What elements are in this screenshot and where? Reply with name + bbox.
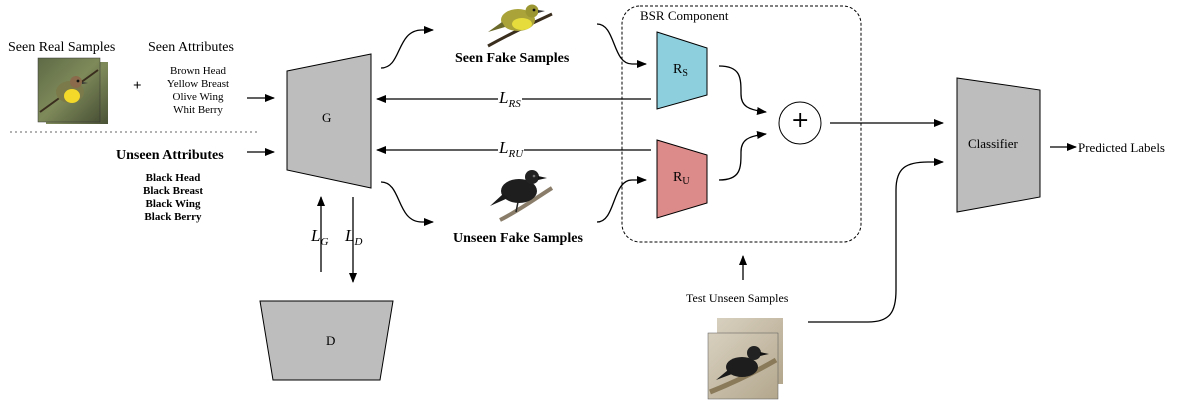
generator-block: [286, 53, 372, 189]
ru-to-sum-arrow: [718, 131, 767, 181]
ru-label: RU: [673, 170, 690, 187]
ld-label: LD: [345, 226, 363, 248]
seen-attributes-list: Brown Head Yellow Breast Olive Wing Whit…: [160, 65, 236, 117]
seen-attribute-item: Yellow Breast: [166, 78, 230, 90]
rs-label: RS: [673, 62, 688, 79]
unseen-fake-bird-icon: [490, 170, 554, 222]
sum-circle: [778, 101, 822, 145]
discriminator-block: [259, 300, 394, 381]
generator-label: G: [322, 110, 332, 125]
classifier-block: [956, 77, 1041, 213]
seen-real-samples-photo-icon: [37, 57, 108, 124]
unseen-attributes-list: Black Head Black Breast Black Wing Black…: [136, 172, 210, 224]
unseen-attribute-item: Black Berry: [144, 211, 202, 223]
unseen-attribute-item: Black Wing: [145, 198, 201, 210]
test-to-classifier-arrow: [808, 158, 944, 323]
seen-attribute-item: Brown Head: [170, 65, 226, 77]
unseen-attribute-item: Black Breast: [143, 185, 203, 197]
unseen-fake-to-ru-arrow: [596, 176, 647, 223]
ru-block: [656, 139, 708, 219]
bsr-component-box: [621, 5, 862, 243]
bsr-component-title: BSR Component: [640, 8, 729, 23]
predicted-labels-label: Predicted Labels: [1078, 140, 1165, 155]
unseen-fake-samples-label: Unseen Fake Samples: [453, 231, 583, 246]
seen-attribute-item: Whit Berry: [173, 104, 223, 116]
to-seen-fake-arrow: [380, 26, 434, 69]
unseen-attributes-title: Unseen Attributes: [116, 148, 224, 163]
lg-label: LG: [311, 226, 329, 248]
test-unseen-samples-label: Test Unseen Samples: [686, 291, 789, 305]
test-unseen-photo-icon: [707, 318, 783, 400]
seen-real-samples-label: Seen Real Samples: [8, 40, 116, 55]
lru-label: LRU: [498, 138, 525, 160]
to-unseen-fake-arrow: [380, 181, 434, 226]
seen-fake-bird-icon: [487, 4, 553, 48]
sum-plus-sign: +: [791, 108, 810, 133]
unseen-attribute-item: Black Head: [145, 172, 201, 184]
rs-block: [656, 31, 708, 110]
rs-to-sum-arrow: [718, 65, 767, 115]
seen-fake-to-rs-arrow: [596, 23, 647, 68]
lrs-label: LRS: [498, 88, 522, 110]
classifier-label: Classifier: [968, 136, 1018, 151]
plus-sign: +: [133, 78, 142, 94]
seen-fake-samples-label: Seen Fake Samples: [455, 51, 570, 66]
seen-attribute-item: Olive Wing: [172, 91, 224, 103]
discriminator-label: D: [326, 333, 336, 348]
seen-attributes-title: Seen Attributes: [148, 40, 234, 55]
